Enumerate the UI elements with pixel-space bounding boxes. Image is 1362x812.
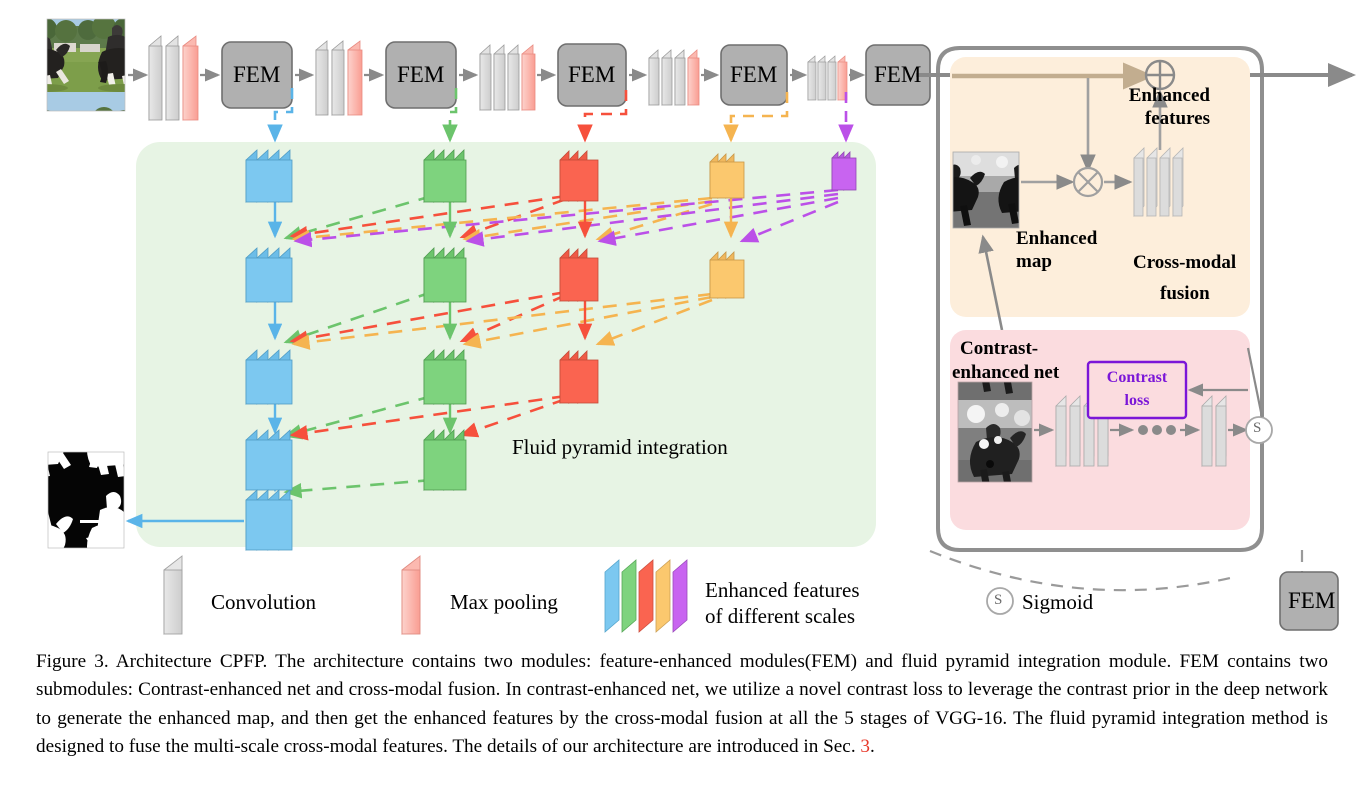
output-saliency-map xyxy=(47,451,125,549)
ellipsis-dots-icon xyxy=(1138,425,1176,435)
figure-caption-ref: 3 xyxy=(860,736,871,758)
fem-block-4-label: FEM xyxy=(730,62,778,87)
legend-convolution-label: Convolution xyxy=(211,590,317,614)
figure-caption: Figure 3. Architecture CPFP. The archite… xyxy=(36,648,1328,762)
stage-1-conv-block xyxy=(148,35,199,121)
pyramid-stack-red-1 xyxy=(559,150,599,202)
legend-sigmoid-icon xyxy=(986,587,1014,615)
enhanced-map-label-line2: map xyxy=(1016,251,1052,272)
legend-fem-icon xyxy=(1279,571,1339,631)
legend-fem-label: FEM xyxy=(1288,588,1336,613)
figure-caption-end: . xyxy=(870,736,875,758)
stage-5-conv-block xyxy=(807,55,848,101)
pyramid-stack-red-3 xyxy=(559,350,599,404)
fem-block-2-label: FEM xyxy=(397,62,445,87)
sigmoid-node-icon xyxy=(1245,416,1273,444)
pyramid-stack-blue-2 xyxy=(245,247,293,303)
legend-maxpooling-label: Max pooling xyxy=(450,590,558,614)
fem-block-2[interactable] xyxy=(385,41,457,109)
stage-3-conv-block xyxy=(479,44,536,111)
fem-legend-leader xyxy=(929,549,1304,618)
cross-modal-fusion-title-line1: Cross-modal xyxy=(1133,252,1237,273)
stage-1-maxpool xyxy=(182,35,199,121)
depth-input-thumbnail xyxy=(957,381,1033,483)
contrast-loss-box xyxy=(1086,360,1188,420)
stage-2-conv-block xyxy=(315,40,363,116)
enhanced-features-label-line2: features xyxy=(1144,108,1210,129)
contrast-net-title-line2: enhanced net xyxy=(952,362,1060,383)
legend-sigmoid-label: Sigmoid xyxy=(1022,590,1094,614)
legend-convolution-icon xyxy=(163,555,183,635)
legend-enhanced-features-icon xyxy=(604,559,688,633)
pyramid-stack-blue-3 xyxy=(245,349,293,405)
figure-caption-text: Figure 3. Architecture CPFP. The archite… xyxy=(36,651,1328,758)
input-rgb-image xyxy=(46,18,126,112)
fem-to-pyramid-connectors xyxy=(267,88,854,143)
stage-4-conv-block xyxy=(648,49,700,106)
contrast-enhanced-net-panel xyxy=(950,330,1273,530)
pyramid-stack-orange-1 xyxy=(709,153,745,199)
pyramid-stack-green-4 xyxy=(423,429,467,491)
pyramid-stack-green-1 xyxy=(423,149,467,203)
backbone-row xyxy=(46,18,931,121)
fem-block-4[interactable] xyxy=(720,44,788,106)
enhanced-features-label-line1: Enhanced xyxy=(1128,85,1210,106)
contrast-conv-stack-2 xyxy=(1201,395,1227,467)
cross-modal-fusion-panel xyxy=(950,57,1250,331)
pyramid-cross-scale-links xyxy=(283,188,839,499)
cross-modal-conv-stack xyxy=(1133,147,1184,217)
sigmoid-node-label: S xyxy=(1253,420,1262,436)
legend-enhanced-features-label-line1: Enhanced features xyxy=(705,578,860,602)
contrast-net-title-line1: Contrast- xyxy=(960,338,1039,359)
fem-block-1-label: FEM xyxy=(233,62,281,87)
fem-block-3[interactable] xyxy=(557,43,627,107)
stage-2-maxpool xyxy=(347,40,363,116)
legend-enhanced-features-label-line2: of different scales xyxy=(705,604,856,628)
pyramid-stack-blue-5 xyxy=(245,489,293,551)
contrast-loss-label-line2: loss xyxy=(1124,392,1150,409)
pyramid-stack-green-3 xyxy=(423,349,467,405)
stage-4-maxpool xyxy=(687,49,700,106)
enhanced-map-label-line1: Enhanced xyxy=(1016,228,1098,249)
stage-3-maxpool xyxy=(521,44,536,111)
pyramid-stack-orange-2 xyxy=(709,251,745,299)
legend-sigmoid-symbol: S xyxy=(994,592,1003,608)
add-operator xyxy=(1144,59,1176,91)
cross-modal-fusion-title-line2: fusion xyxy=(1160,283,1210,304)
fem-block-5-label: FEM xyxy=(874,62,922,87)
fem-block-1[interactable] xyxy=(221,41,293,109)
fluid-pyramid-panel xyxy=(136,142,876,547)
multiply-operator xyxy=(1072,166,1104,198)
enhanced-map-thumbnail xyxy=(952,151,1020,229)
pyramid-stack-purple-1 xyxy=(831,151,857,191)
contrast-loss-label-line1: Contrast xyxy=(1106,369,1168,386)
legend-maxpooling-icon xyxy=(401,555,421,635)
fem-block-3-label: FEM xyxy=(568,62,616,87)
fluid-pyramid-label: Fluid pyramid integration xyxy=(512,435,728,459)
pyramid-stack-green-2 xyxy=(423,247,467,303)
pyramid-stack-blue-4 xyxy=(245,429,293,491)
pyramid-stack-blue-1 xyxy=(245,149,293,203)
pyramid-stack-red-2 xyxy=(559,248,599,302)
